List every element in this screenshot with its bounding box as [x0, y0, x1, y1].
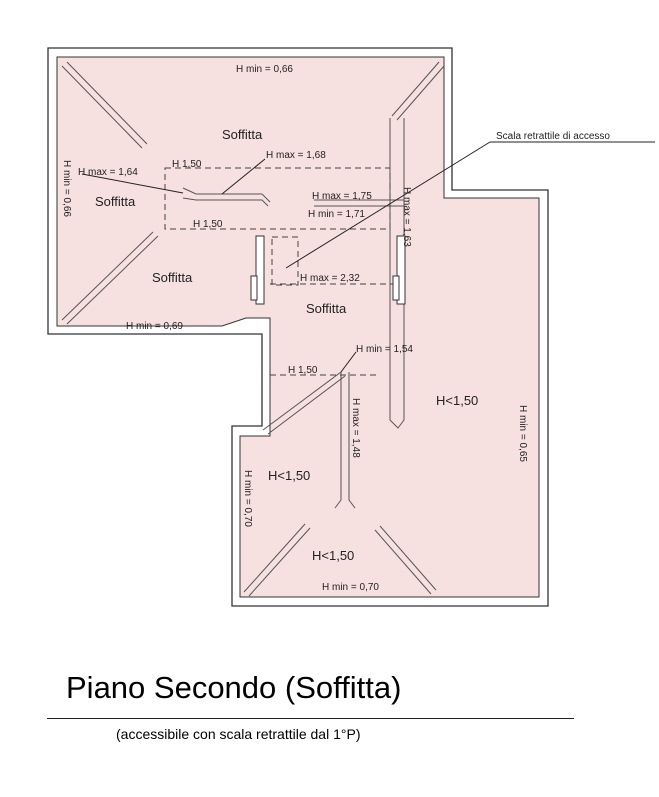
dim-h-min-065: H min = 0,65 — [517, 405, 528, 462]
dim-h-max-164: H max = 1,64 — [78, 167, 138, 178]
dim-h-150-b: H 1,50 — [193, 219, 223, 230]
dim-h-min-left: H min = 0,66 — [61, 160, 72, 217]
dim-h-max-168: H max = 1,68 — [266, 150, 326, 161]
dim-h-max-232: H max = 2,32 — [300, 273, 360, 284]
room-soffitta-center: Soffitta — [306, 301, 347, 316]
dim-h-min-069: H min = 0,69 — [126, 321, 183, 332]
page-title: Piano Secondo (Soffitta) — [66, 670, 402, 705]
dim-h-min-154: H min = 1,54 — [356, 344, 413, 355]
room-soffitta-left: Soffitta — [95, 194, 136, 209]
room-soffitta-lower-left: Soffitta — [152, 270, 193, 285]
roof-hip-lines — [61, 61, 445, 597]
dim-h-min-070-bottom: H min = 0,70 — [322, 582, 379, 593]
room-h-lt-right: H<1,50 — [436, 393, 478, 408]
dim-h-min-070-left: H min = 0,70 — [242, 470, 253, 527]
dim-h-max-163: H max = 1,63 — [401, 187, 412, 247]
dim-h-150-a: H 1,50 — [172, 159, 202, 170]
callout-scala-retrattile: Scala retrattile di accesso — [496, 131, 610, 142]
leader-lines — [81, 141, 655, 373]
dim-h-min-171: H min = 1,71 — [308, 209, 365, 220]
dim-h-min-top: H min = 0,66 — [236, 64, 293, 75]
wall-stubs — [250, 235, 406, 305]
room-soffitta-top: Soffitta — [222, 127, 263, 142]
room-h-lt-bottom: H<1,50 — [312, 548, 354, 563]
dim-h-max-148: H max = 1,48 — [350, 398, 361, 458]
dim-h-150-c: H 1,50 — [288, 365, 318, 376]
dim-h-max-175: H max = 1,75 — [312, 191, 372, 202]
title-underline — [47, 718, 574, 719]
page-subtitle: (accessibile con scala retrattile dal 1°… — [116, 726, 361, 742]
ridge-lines — [182, 118, 405, 509]
room-h-lt-mid: H<1,50 — [268, 468, 310, 483]
